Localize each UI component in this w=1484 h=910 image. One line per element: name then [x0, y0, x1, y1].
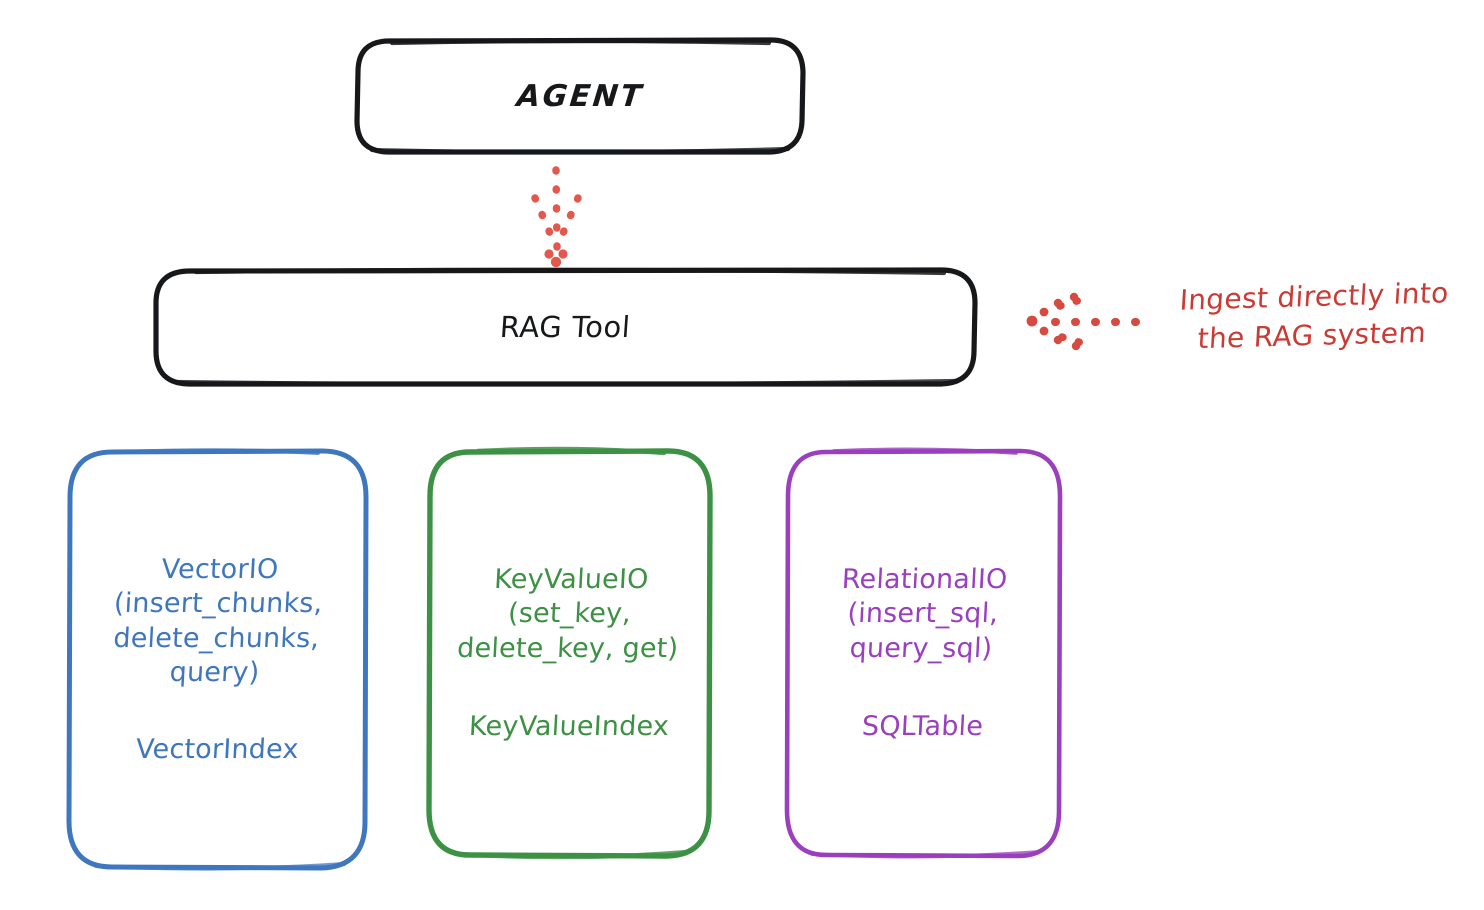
vector-io-title: VectorIO (insert_chunks, delete_chunks, …: [112, 553, 323, 688]
relational-io-box-sketch-overstroke: [832, 447, 1018, 455]
key-value-io-node[interactable]: KeyValueIO (set_key, delete_key, get) Ke…: [428, 450, 711, 855]
connector-ingest-to-rag-tool: [1026, 292, 1140, 351]
rag-tool-box-outline: [153, 267, 978, 387]
relational-io-node[interactable]: RelationalIO (insert_sql, query_sql) SQL…: [786, 450, 1060, 855]
agent-label: AGENT: [514, 79, 646, 114]
rag-tool-node[interactable]: RAG Tool: [155, 270, 975, 384]
relational-io-subtitle: SQLTable: [861, 711, 985, 743]
relational-io-title: RelationalIO (insert_sql, query_sql): [841, 563, 1009, 664]
agent-box-sketch-overstroke-bottom: [369, 146, 791, 155]
key-value-io-title: KeyValueIO (set_key, delete_key, get): [456, 563, 680, 664]
agent-node[interactable]: AGENT: [357, 40, 803, 153]
vector-io-subtitle: VectorIndex: [134, 734, 300, 766]
key-value-io-box-outline: [426, 448, 713, 859]
rag-tool-box-sketch-overstroke: [193, 267, 947, 276]
connector-agent-to-rag-tool: [531, 166, 582, 268]
key-value-io-box-sketch-overstroke: [475, 446, 667, 456]
relational-io-box-sketch-overstroke-bottom: [810, 850, 1040, 859]
agent-box-sketch-overstroke: [389, 38, 772, 46]
key-value-io-subtitle: KeyValueIndex: [468, 711, 671, 743]
key-value-io-box-sketch-overstroke-bottom: [453, 849, 691, 860]
relational-io-box-outline: [784, 448, 1063, 859]
ingest-annotation-label: Ingest directly into the RAG system: [1178, 276, 1450, 355]
vector-io-box-outline: [66, 448, 369, 871]
rag-tool-label: RAG Tool: [498, 310, 632, 344]
rag-tool-box-sketch-overstroke-bottom: [173, 378, 959, 387]
vector-io-node[interactable]: VectorIO (insert_chunks, delete_chunks, …: [68, 450, 366, 868]
vector-io-box-sketch-overstroke-bottom: [94, 862, 346, 871]
agent-box-outline: [354, 37, 806, 155]
vector-io-box-sketch-overstroke: [118, 448, 320, 455]
